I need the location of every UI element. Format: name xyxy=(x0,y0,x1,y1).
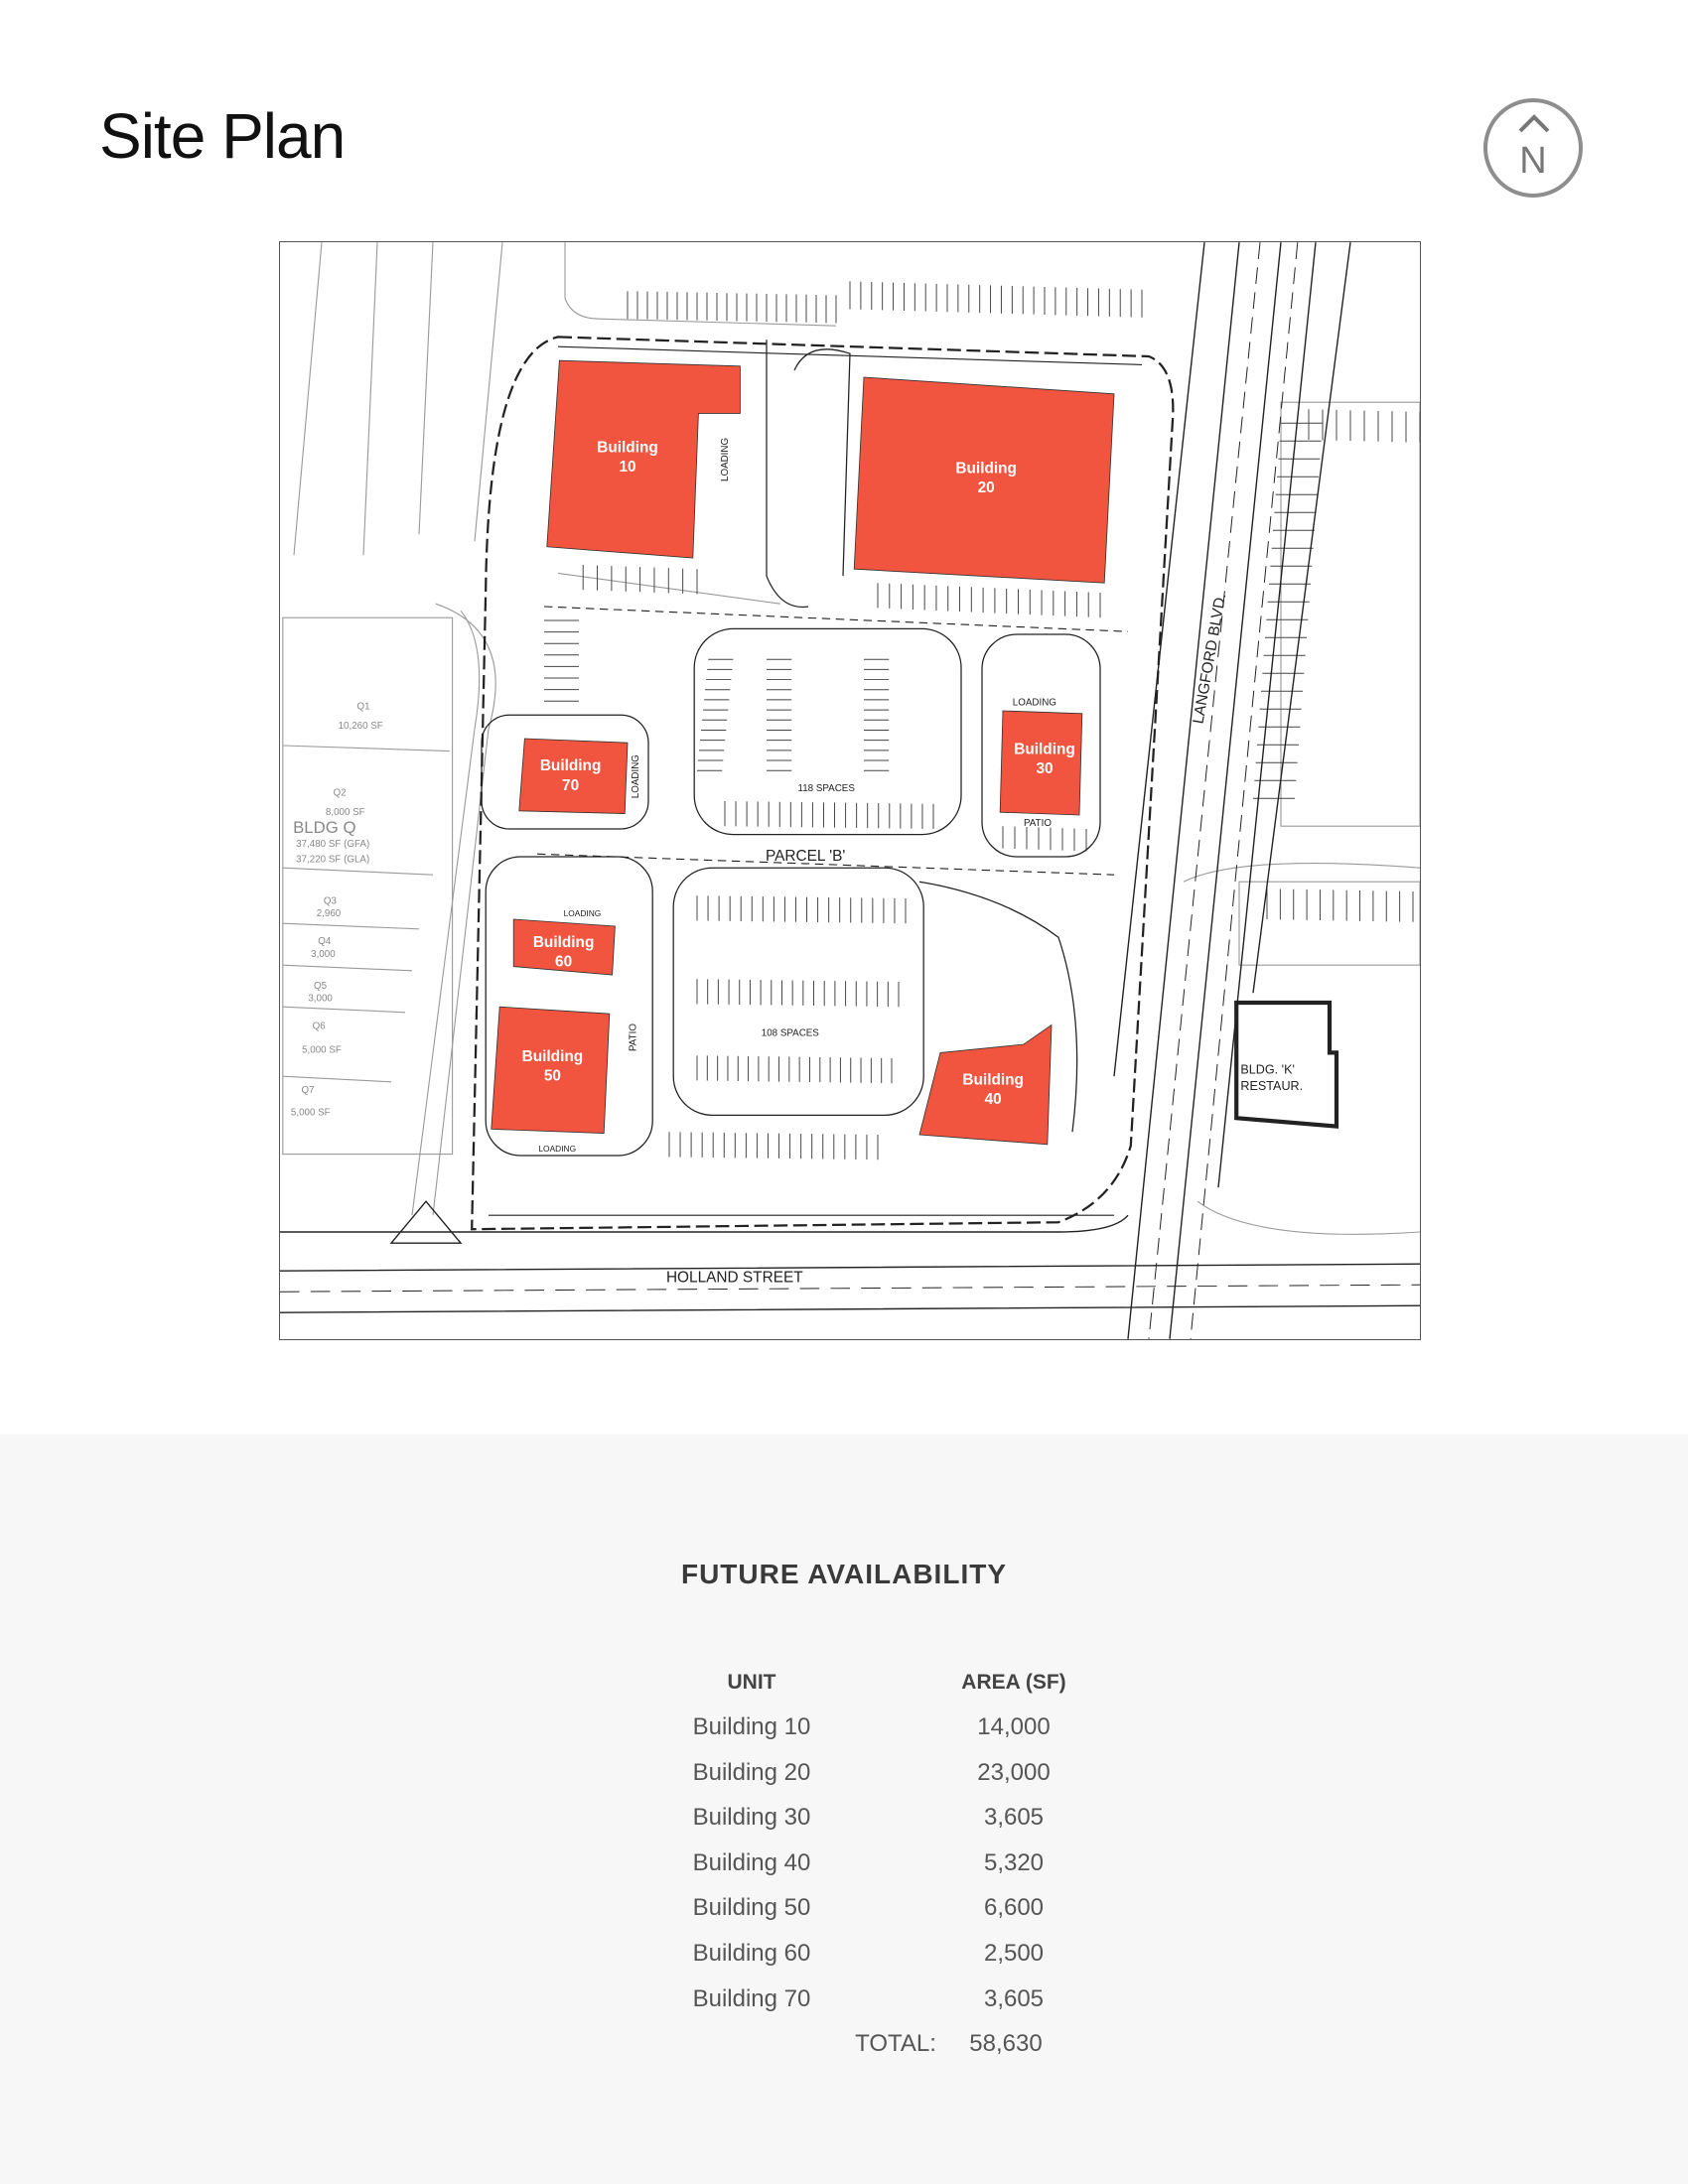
area-column-header: AREA (SF) xyxy=(961,1671,1066,1694)
building-name: Building xyxy=(540,757,602,774)
building-footprint xyxy=(491,1006,611,1135)
langford-blvd-label: LANGFORD BLVD. xyxy=(1190,592,1229,725)
building-number: 60 xyxy=(555,954,572,971)
loading-label: LOADING xyxy=(1013,697,1056,708)
building-number: 50 xyxy=(544,1067,561,1084)
row-area: 5,320 xyxy=(983,1848,1045,1876)
row-area: 2,500 xyxy=(983,1940,1045,1967)
spaces-lower-label: 108 SPACES xyxy=(762,1028,820,1039)
unit-column-header: UNIT xyxy=(727,1671,776,1694)
row-area: 3,605 xyxy=(983,1804,1045,1832)
building-10[interactable]: Building 10 xyxy=(546,359,741,559)
building-number: 70 xyxy=(562,777,579,794)
row-unit: Building 50 xyxy=(692,1894,811,1922)
row-area: 14,000 xyxy=(977,1713,1051,1740)
parcel-label: PARCEL 'B' xyxy=(766,848,845,865)
context-linework xyxy=(282,242,1420,1235)
loading-label: LOADING xyxy=(564,908,602,918)
row-unit: Building 10 xyxy=(692,1713,811,1740)
building-name: Building xyxy=(955,461,1017,478)
bldg-q-labels: Q1 10,260 SF Q2 8,000 SF BLDG Q 37,480 S… xyxy=(291,702,383,1119)
total-value: 58,630 xyxy=(969,2030,1043,2057)
building-50[interactable]: Building 50 xyxy=(491,1006,611,1135)
q1-label: Q1 xyxy=(356,702,369,713)
q6-label: Q6 xyxy=(313,1022,327,1032)
q4-label: Q4 xyxy=(318,936,332,947)
row-unit: Building 40 xyxy=(692,1848,811,1876)
patio-label: PATIO xyxy=(628,1024,638,1051)
q6-area: 5,000 SF xyxy=(302,1044,342,1055)
building-name: Building xyxy=(597,440,658,457)
building-footprint xyxy=(918,1024,1053,1146)
availability-title: FUTURE AVAILABILITY xyxy=(680,1559,1007,1589)
building-footprint xyxy=(546,359,741,559)
total-label: TOTAL: xyxy=(855,2030,936,2057)
row-unit: Building 30 xyxy=(692,1804,811,1832)
building-footprint xyxy=(518,738,629,815)
building-name: Building xyxy=(522,1048,584,1065)
row-unit: Building 20 xyxy=(692,1758,811,1786)
bldg-k-restaurant-label: RESTAUR. xyxy=(1240,1079,1303,1093)
q3-label: Q3 xyxy=(324,896,338,907)
q3-area: 2,960 xyxy=(317,908,342,919)
bldg-k-label: BLDG. 'K' xyxy=(1240,1062,1295,1076)
parking-stripes xyxy=(544,281,1420,1160)
north-label: N xyxy=(1519,140,1547,182)
q2-label: Q2 xyxy=(334,787,347,798)
row-unit: Building 70 xyxy=(692,1984,811,2012)
building-name: Building xyxy=(1014,741,1075,757)
spaces-upper-label: 118 SPACES xyxy=(798,783,856,794)
building-number: 20 xyxy=(978,479,995,496)
building-name: Building xyxy=(962,1072,1024,1089)
page-title: Site Plan xyxy=(99,100,346,172)
building-number: 30 xyxy=(1036,760,1053,777)
bldg-q-gfa: 37,480 SF (GFA) xyxy=(296,839,369,850)
building-number: 10 xyxy=(619,459,635,476)
patio-label: PATIO xyxy=(1024,818,1052,829)
q7-area: 5,000 SF xyxy=(291,1107,331,1118)
bldg-q-name: BLDG Q xyxy=(293,818,355,837)
q5-area: 3,000 xyxy=(308,994,333,1005)
availability-section: FUTURE AVAILABILITY UNIT AREA (SF) Build… xyxy=(0,1434,1688,2184)
site-linework xyxy=(280,242,1420,1339)
q1-area: 10,260 SF xyxy=(339,721,383,732)
row-area: 6,600 xyxy=(983,1894,1045,1922)
q4-area: 3,000 xyxy=(311,949,336,960)
loading-label: LOADING xyxy=(631,754,641,798)
building-40[interactable]: Building 40 xyxy=(918,1024,1053,1146)
row-area: 23,000 xyxy=(977,1758,1051,1786)
row-unit: Building 60 xyxy=(692,1940,811,1967)
building-footprint xyxy=(853,376,1115,584)
building-footprint xyxy=(512,918,616,976)
holland-street-label: HOLLAND STREET xyxy=(666,1269,803,1286)
building-footprint xyxy=(999,710,1083,816)
q2-area: 8,000 SF xyxy=(326,807,365,818)
building-60[interactable]: Building 60 xyxy=(512,918,616,976)
q7-label: Q7 xyxy=(301,1085,314,1096)
loading-label: LOADING xyxy=(538,1144,576,1154)
building-name: Building xyxy=(533,934,595,951)
building-number: 40 xyxy=(985,1091,1002,1108)
building-70[interactable]: Building 70 xyxy=(518,738,629,815)
bldg-q-gla: 37,220 SF (GLA) xyxy=(296,855,369,866)
q5-label: Q5 xyxy=(314,981,328,992)
row-area: 3,605 xyxy=(983,1984,1045,2012)
building-30[interactable]: Building 30 xyxy=(999,710,1083,816)
north-arrow-icon: N xyxy=(1483,98,1583,198)
loading-label: LOADING xyxy=(720,438,731,481)
